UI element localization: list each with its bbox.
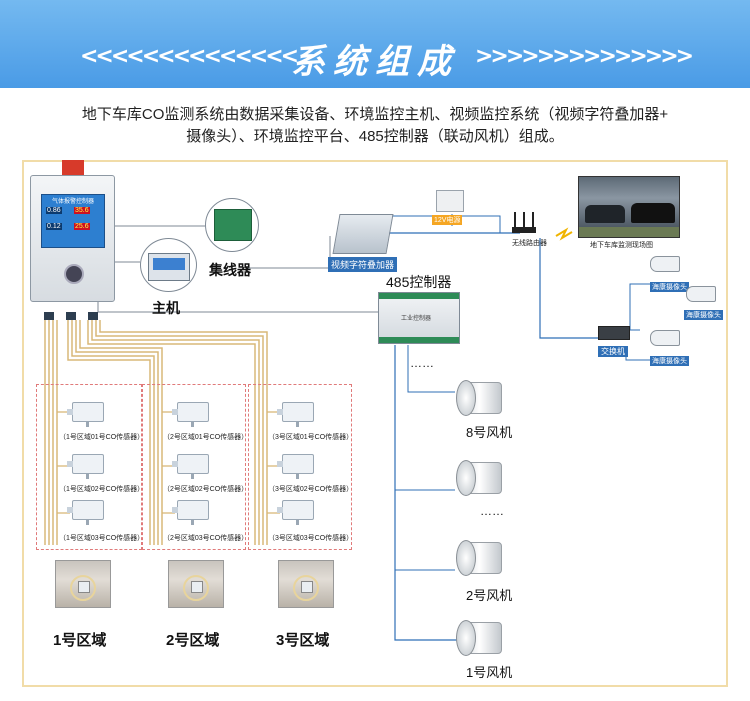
zone-3-photo <box>278 560 334 608</box>
right-chevron-decoration: >>>>>>>>>>>>>> <box>475 44 694 69</box>
zone-3-label: 3号区域 <box>276 632 330 649</box>
sensor-label: （3号区域02号CO传感器） <box>268 486 354 493</box>
ellipsis-lower: …… <box>480 504 504 518</box>
co-sensor <box>277 500 314 525</box>
camera-icon <box>686 286 716 302</box>
alarm-lamp <box>62 160 84 176</box>
co-sensor <box>277 402 314 427</box>
router-label: 无线路由器 <box>512 240 547 247</box>
reading-4: 25.6 <box>74 223 90 230</box>
zone-2-photo <box>168 560 224 608</box>
camera-label-3: 海康摄像头 <box>650 356 689 366</box>
parking-site-photo <box>578 176 680 238</box>
concentrator-board <box>205 198 259 252</box>
sensor-label: （3号区域03号CO传感器） <box>268 535 354 542</box>
fan-icon <box>456 620 504 656</box>
co-sensor <box>172 454 209 479</box>
power-label: 12V电源 <box>432 215 463 225</box>
fan-label-1: 1号风机 <box>466 665 513 680</box>
fan-icon <box>456 380 504 416</box>
controller-title: 气体报警控制器 <box>51 199 94 205</box>
controller-key <box>64 264 84 284</box>
description-line-1: 地下车库CO监测系统由数据采集设备、环境监控主机、视频监控系统（视频字符叠加器+ <box>81 106 669 123</box>
reading-3: 0.12 <box>46 223 62 230</box>
camera-label-2: 海康摄像头 <box>684 310 723 320</box>
fan-label-2: 2号风机 <box>466 588 513 603</box>
camera-label-1: 海康摄像头 <box>650 282 689 292</box>
sensor-label: （1号区域01号CO传感器） <box>59 434 145 441</box>
co-sensor <box>277 454 314 479</box>
sensor-label: （2号区域01号CO传感器） <box>163 434 249 441</box>
video-overlay-label: 视频字符叠加器 <box>328 257 398 272</box>
ellipsis-upper: …… <box>410 356 434 370</box>
left-chevron-decoration: <<<<<<<<<<<<<< <box>80 44 299 69</box>
header-banner <box>0 0 750 88</box>
zone-1-photo <box>55 560 111 608</box>
power-supply <box>436 190 464 212</box>
router <box>512 212 536 234</box>
co-sensor <box>172 402 209 427</box>
co-sensor <box>67 454 104 479</box>
page-title: 系统组成 <box>291 42 459 82</box>
zone-2-label: 2号区域 <box>166 632 220 649</box>
sensor-label: （3号区域01号CO传感器） <box>268 434 354 441</box>
concentrator-label: 集线器 <box>209 262 251 278</box>
fan-icon <box>456 540 504 576</box>
co-sensor <box>172 500 209 525</box>
diagram-frame <box>22 160 728 687</box>
reading-2: 35.6 <box>74 207 90 214</box>
zone-1-label: 1号区域 <box>53 632 107 649</box>
sensor-label: （1号区域02号CO传感器） <box>59 486 145 493</box>
sensor-label: （2号区域03号CO传感器） <box>163 535 249 542</box>
zone-2-box <box>142 384 246 550</box>
controller-screen: 气体报警控制器 0.86 35.6 0.12 25.6 <box>41 194 105 248</box>
camera-icon <box>650 256 680 272</box>
camera-icon <box>650 330 680 346</box>
controller-485-panel-text: 工业控制器 <box>401 316 432 322</box>
network-switch <box>598 326 630 340</box>
video-overlay-device <box>332 214 394 254</box>
co-sensor <box>67 500 104 525</box>
reading-1: 0.86 <box>46 207 62 214</box>
zone-3-box <box>248 384 352 550</box>
fan-label-8: 8号风机 <box>466 425 513 440</box>
fan-icon <box>456 460 504 496</box>
co-sensor <box>67 402 104 427</box>
sensor-label: （1号区域03号CO传感器） <box>59 535 145 542</box>
switch-label: 交换机 <box>598 346 628 357</box>
controller-485-device: 工业控制器 <box>378 292 460 344</box>
zone-1-box <box>36 384 142 550</box>
controller-485-title: 485控制器 <box>386 274 452 290</box>
host-unit <box>140 238 197 292</box>
parking-caption: 地下车库监测现场图 <box>590 242 653 249</box>
gas-alarm-controller: 气体报警控制器 0.86 35.6 0.12 25.6 <box>30 175 115 302</box>
sensor-label: （2号区域02号CO传感器） <box>163 486 249 493</box>
description-line-2: 摄像头）、环境监控平台、485控制器（联动风机）组成。 <box>186 128 564 145</box>
host-label: 主机 <box>152 300 180 316</box>
